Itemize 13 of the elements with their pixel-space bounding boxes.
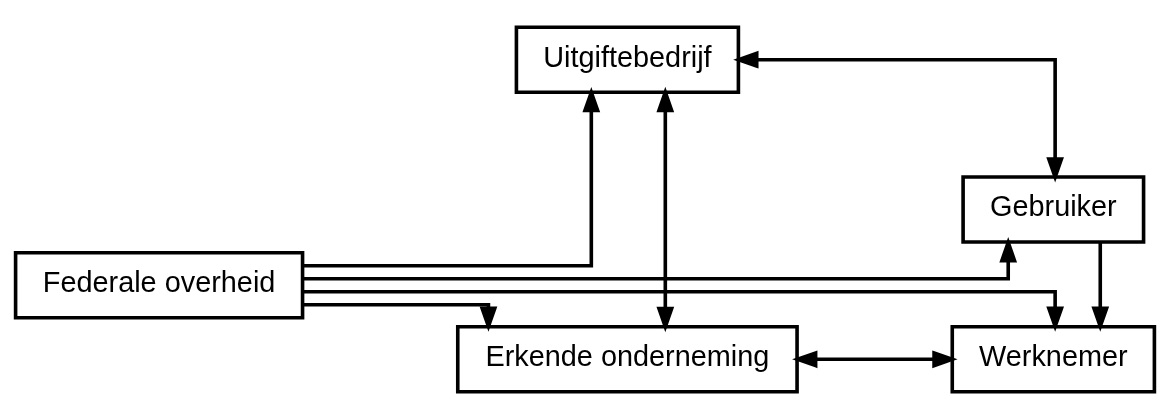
arrow	[792, 350, 958, 369]
node-box: Erkende onderneming	[455, 325, 799, 394]
arrow	[656, 86, 675, 333]
node-box: Werknemer	[950, 325, 1157, 394]
arrow	[303, 86, 601, 268]
arrow	[1091, 242, 1110, 332]
node-box: Federale overheid	[13, 251, 305, 320]
arrow	[302, 237, 1018, 281]
arrow	[302, 303, 498, 332]
node-box: Uitgiftebedrijf	[514, 25, 741, 94]
arrow	[303, 290, 1064, 332]
node-box: Gebruiker	[961, 175, 1146, 244]
arrow	[733, 50, 1064, 183]
